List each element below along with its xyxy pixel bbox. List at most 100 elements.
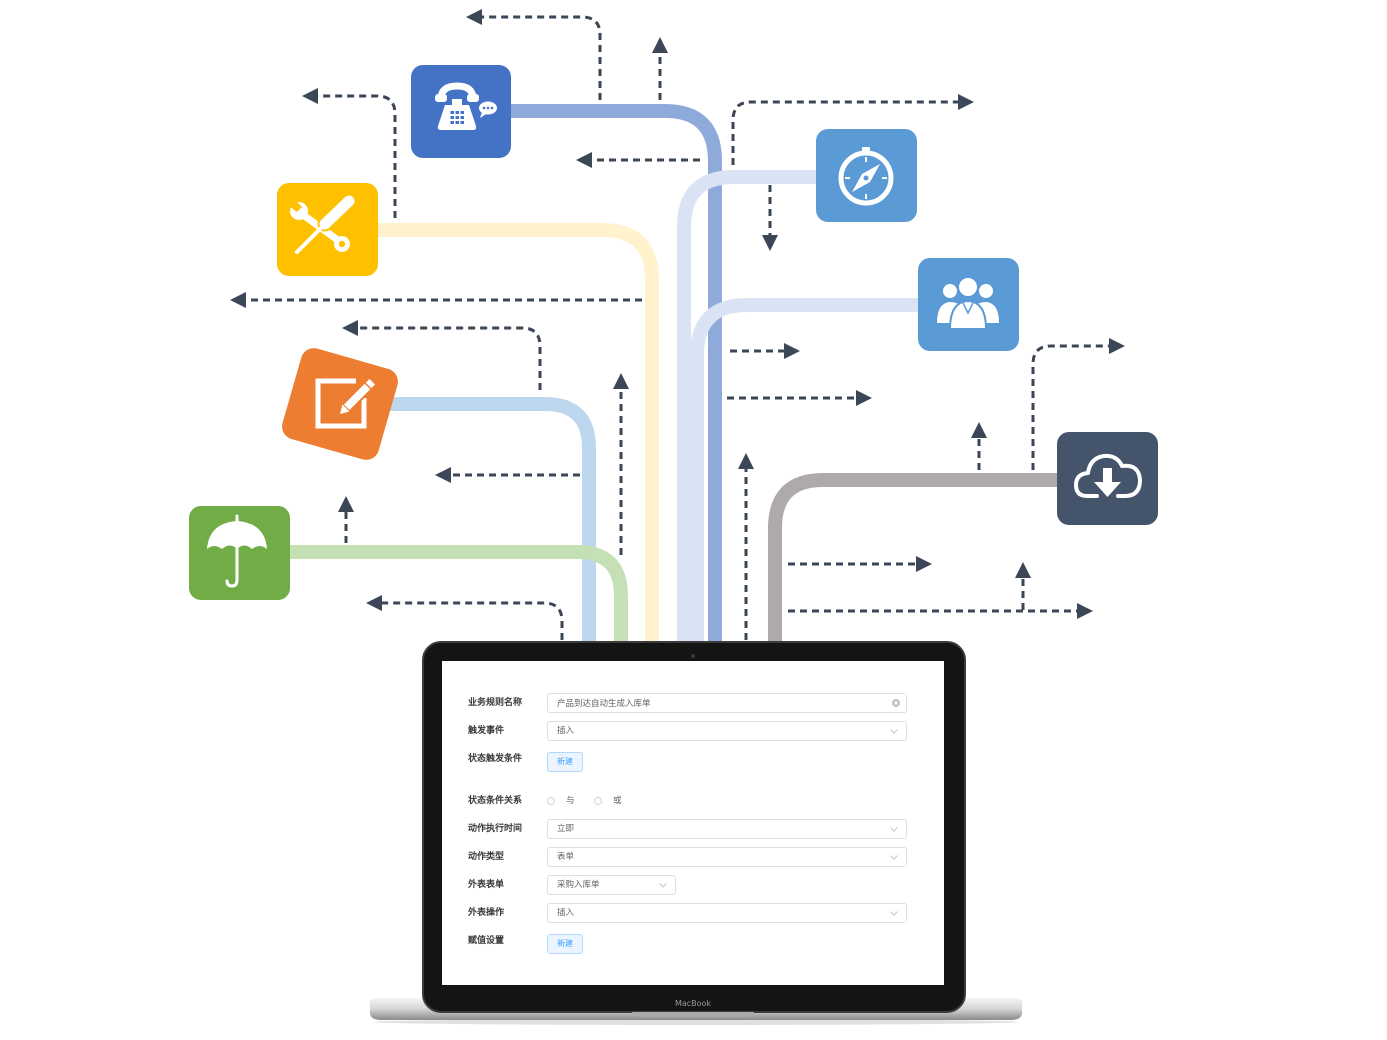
telephone-node bbox=[411, 65, 511, 158]
compass-icon bbox=[838, 147, 894, 206]
action-execution-time-select[interactable]: 立即 bbox=[547, 819, 907, 839]
action-execution-time-label: 动作执行时间 bbox=[468, 824, 523, 834]
radio-and-label[interactable]: 与 bbox=[566, 796, 575, 806]
phone-keypad bbox=[450, 111, 464, 124]
download-arrow-stem bbox=[1103, 468, 1112, 483]
chevron-down-icon bbox=[890, 911, 898, 916]
flow-line-users bbox=[690, 298, 924, 646]
arrowhead-left bbox=[230, 292, 246, 308]
pencil-band bbox=[363, 381, 373, 391]
wrench-jaw bbox=[289, 200, 302, 212]
pencil-tip bbox=[340, 404, 350, 414]
rule-name-label: 业务规则名称 bbox=[468, 698, 523, 708]
arrowhead-left bbox=[466, 9, 482, 25]
clear-icon[interactable] bbox=[892, 699, 900, 707]
key bbox=[450, 121, 454, 124]
flow-line-cloud bbox=[768, 473, 1063, 646]
dashed-arrow-line bbox=[482, 15, 602, 100]
edit-tile bbox=[282, 348, 398, 460]
flow-line-edit bbox=[388, 397, 596, 646]
key bbox=[460, 111, 464, 114]
key bbox=[460, 121, 464, 124]
edit-node bbox=[282, 348, 398, 460]
speech-bubble-tail bbox=[480, 112, 487, 118]
dashed-arrows bbox=[230, 9, 1125, 640]
action-type-select[interactable]: 表单 bbox=[547, 847, 907, 867]
user-head-center bbox=[957, 276, 979, 298]
add-state-condition-button[interactable]: 新建 bbox=[547, 752, 583, 772]
users-node bbox=[918, 258, 1019, 351]
edit-icon bbox=[315, 376, 378, 429]
arrowhead-down bbox=[762, 235, 778, 251]
external-form-select[interactable]: 采购入库单 bbox=[547, 875, 676, 895]
arrowhead-left bbox=[435, 467, 451, 483]
assignment-settings-label: 赋值设置 bbox=[468, 936, 505, 946]
bubble-dot bbox=[490, 106, 494, 110]
key bbox=[450, 116, 454, 119]
rule-name-input[interactable] bbox=[548, 694, 906, 712]
key bbox=[455, 111, 459, 114]
key bbox=[460, 116, 464, 119]
compass-ring bbox=[838, 150, 894, 206]
compass-pivot bbox=[863, 175, 869, 181]
external-operation-label: 外表操作 bbox=[468, 908, 505, 918]
arrowhead-up bbox=[338, 496, 354, 512]
arrowhead-right bbox=[916, 556, 932, 572]
umbrella-tile bbox=[189, 506, 290, 600]
umbrella-handle bbox=[225, 543, 239, 588]
arrowhead-up bbox=[1015, 562, 1031, 578]
add-assignment-button[interactable]: 新建 bbox=[547, 934, 583, 954]
screwdriver-shaft bbox=[295, 224, 325, 254]
phone-neck bbox=[452, 99, 462, 106]
edit-frame bbox=[315, 378, 367, 429]
bubble-dot bbox=[482, 106, 486, 110]
bubble-dot bbox=[486, 106, 490, 110]
arrowhead-up bbox=[613, 373, 629, 389]
key bbox=[450, 111, 454, 114]
external-operation-select[interactable]: 插入 bbox=[547, 903, 907, 923]
laptop-camera bbox=[691, 654, 695, 658]
screwdriver-handle bbox=[319, 195, 355, 230]
state-condition-relation-label: 状态条件关系 bbox=[468, 796, 523, 806]
dashed-arrow-line bbox=[382, 601, 564, 640]
arrowhead-right bbox=[1109, 338, 1125, 354]
tools-icon bbox=[289, 193, 357, 254]
arrowhead-left bbox=[576, 152, 592, 168]
umbrella-canopy bbox=[207, 521, 267, 549]
action-type-value: 表单 bbox=[557, 852, 575, 862]
laptop-shadow bbox=[374, 1019, 1018, 1025]
trigger-event-select[interactable]: 插入 bbox=[547, 721, 907, 741]
arrowhead-left bbox=[342, 320, 358, 336]
rule-name-field[interactable] bbox=[547, 693, 907, 713]
arrowhead-up bbox=[971, 422, 987, 438]
radio-and[interactable] bbox=[547, 797, 555, 805]
tools-node bbox=[277, 183, 378, 276]
dashed-arrow-line bbox=[318, 94, 397, 218]
radio-or-label[interactable]: 或 bbox=[613, 796, 622, 806]
cloud-download-icon bbox=[1074, 453, 1142, 498]
state-trigger-condition-label: 状态触发条件 bbox=[468, 754, 523, 764]
umbrella-icon bbox=[207, 514, 267, 588]
dashed-arrow-line bbox=[1031, 344, 1109, 470]
cloud-download-node bbox=[1057, 432, 1158, 525]
arrowhead-right bbox=[1077, 603, 1093, 619]
handset-end bbox=[467, 94, 479, 102]
arrowhead-left bbox=[366, 595, 382, 611]
key bbox=[455, 121, 459, 124]
external-operation-value: 插入 bbox=[557, 908, 575, 918]
handset bbox=[437, 82, 477, 100]
flow-line-tools bbox=[370, 223, 659, 646]
umbrella-node bbox=[189, 506, 290, 600]
arrowhead-right bbox=[784, 343, 800, 359]
download-arrow-head bbox=[1094, 482, 1121, 497]
cloud-outline bbox=[1074, 453, 1142, 498]
action-type-label: 动作类型 bbox=[468, 852, 505, 862]
compass-node bbox=[816, 129, 917, 222]
user-head-left bbox=[943, 284, 957, 298]
user-head-right bbox=[979, 284, 993, 298]
key bbox=[455, 116, 459, 119]
radio-or[interactable] bbox=[594, 797, 602, 805]
arrowhead-up bbox=[738, 453, 754, 469]
flow-line-telephone bbox=[505, 104, 722, 646]
